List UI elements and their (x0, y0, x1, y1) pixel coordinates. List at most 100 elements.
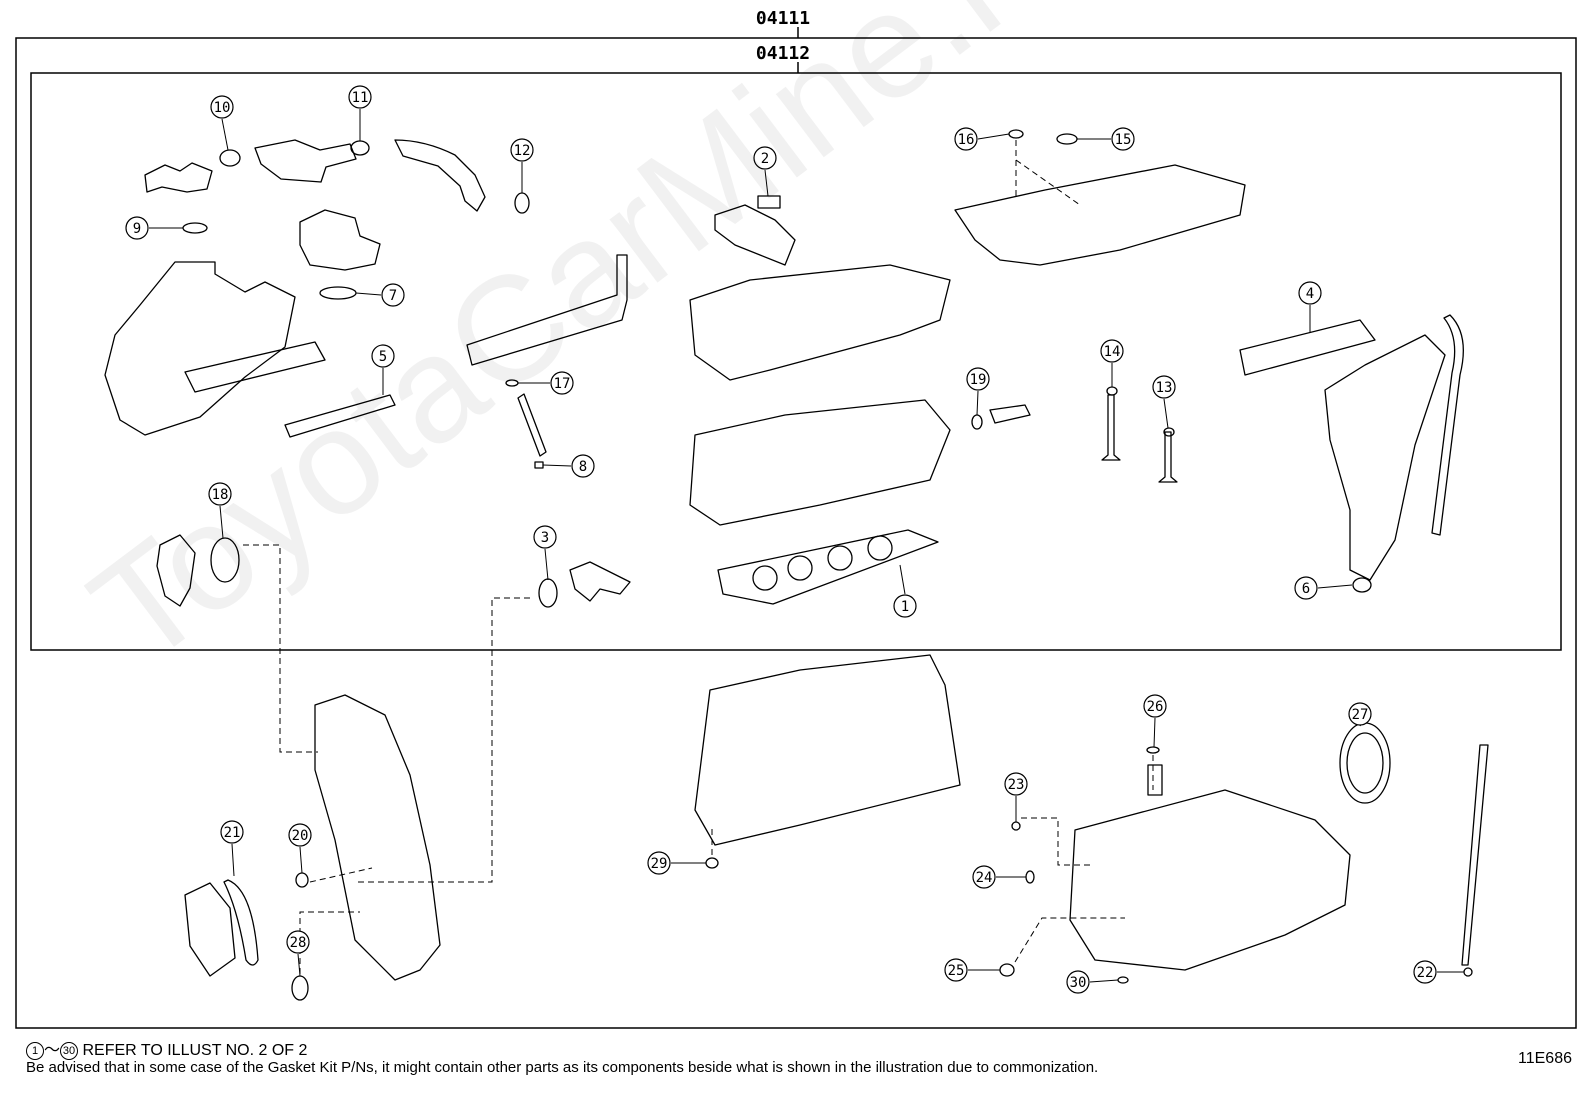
water-bypass-part (254, 139, 357, 183)
intake-manifold-part (104, 261, 296, 436)
callout-label-3: 3 (541, 530, 549, 546)
callout-leader-16 (977, 133, 1010, 140)
dashed-link-23 (1021, 817, 1092, 866)
callout-label-4: 4 (1306, 286, 1314, 302)
gasket-bore-1 (752, 565, 778, 591)
callout-label-11: 11 (352, 90, 369, 106)
dashed-link-25 (1014, 917, 1125, 963)
callout-leader-8 (542, 464, 572, 467)
callout-circle-28 (286, 930, 310, 954)
callout-label-14: 14 (1104, 344, 1121, 360)
callout-label-2: 2 (761, 151, 769, 167)
exhaust-pipe-part (1431, 314, 1464, 536)
o-ring-23-part (1011, 821, 1021, 831)
callout-label-9: 9 (133, 221, 141, 237)
callout-circle-4 (1298, 281, 1322, 305)
rear-oil-seal-inner (1346, 732, 1384, 794)
o-ring-22-part (1463, 967, 1473, 977)
egr-valve-part (299, 209, 381, 271)
callout-leader-30 (1089, 979, 1119, 983)
callout-circle-17 (550, 371, 574, 395)
callout-circle-15 (1111, 127, 1135, 151)
oil-filler-part (1147, 764, 1163, 796)
cylinder-block-part (694, 654, 961, 846)
callout-circle-13 (1152, 375, 1176, 399)
o-ring-24-part (1025, 870, 1035, 884)
callout-circle-5 (371, 344, 395, 368)
cylinder-head-cover-part (954, 164, 1246, 266)
fuel-rail-part (466, 254, 628, 366)
kit-code-inner: 04112 (756, 43, 810, 64)
intake-valve-part (1101, 394, 1121, 461)
callout-label-5: 5 (379, 349, 387, 365)
callout-leader-7 (355, 292, 382, 296)
exhaust-valve-part (1158, 431, 1178, 483)
callout-circle-29 (647, 851, 671, 875)
callout-circle-23 (1004, 772, 1028, 796)
gasket-bore-3 (827, 545, 853, 571)
range-start-marker: 1 (26, 1041, 44, 1060)
washer-16-part (1008, 129, 1024, 139)
oil-pan-part (1069, 789, 1351, 971)
outer-frame-04111 (15, 37, 1577, 1029)
callout-leader-2 (764, 169, 769, 197)
cylinder-head-part (689, 399, 951, 526)
gasket-10-part (219, 149, 241, 167)
callout-leader-20 (299, 846, 303, 874)
callout-label-27: 27 (1352, 707, 1369, 723)
callout-circle-3 (533, 525, 557, 549)
oil-seal-3-part (538, 578, 558, 608)
callout-label-19: 19 (970, 372, 987, 388)
refer-text: REFER TO ILLUST NO. 2 OF 2 (78, 1042, 308, 1059)
footer-note: Be advised that in some case of the Gask… (26, 1059, 1099, 1076)
callout-circle-26 (1143, 694, 1167, 718)
oil-dipstick-part (1461, 744, 1489, 966)
callout-circle-30 (1066, 970, 1090, 994)
dashed-link-18 (243, 544, 318, 753)
callout-label-6: 6 (1302, 581, 1310, 597)
callout-leader-3 (544, 548, 549, 581)
gasket-11-part (350, 140, 370, 156)
callout-leader-13 (1163, 398, 1169, 429)
callout-label-26: 26 (1147, 699, 1164, 715)
callout-label-18: 18 (212, 487, 229, 503)
callout-label-15: 15 (1115, 132, 1132, 148)
callout-label-22: 22 (1417, 965, 1434, 981)
gasket-15-part (1056, 133, 1078, 145)
exhaust-manifold-gasket-part (1239, 319, 1376, 376)
callout-label-30: 30 (1070, 975, 1087, 991)
timing-chain-part (223, 879, 259, 966)
callout-circle-12 (510, 138, 534, 162)
gasket-30-part (1117, 976, 1129, 984)
seal-13-part (1163, 427, 1175, 437)
callout-label-29: 29 (651, 856, 668, 872)
dashed-link-3 (358, 597, 530, 883)
kit-code-outer: 04111 (756, 8, 810, 29)
callout-leader-26 (1153, 717, 1156, 748)
callout-label-1: 1 (901, 599, 909, 615)
callout-label-25: 25 (948, 963, 965, 979)
callout-label-28: 28 (290, 935, 307, 951)
callout-circle-10 (210, 95, 234, 119)
callout-leader-6 (1317, 584, 1353, 589)
callout-circle-20 (288, 823, 312, 847)
o-ring-18-part (210, 537, 240, 583)
footer-refer-line: 1～30 REFER TO ILLUST NO. 2 OF 2 (26, 1036, 307, 1060)
insulator-8-part (534, 461, 544, 469)
gasket-6-part (1352, 577, 1372, 593)
inner-frame-04112 (30, 72, 1562, 651)
callout-circle-11 (348, 85, 372, 109)
o-ring-26-part (1146, 746, 1160, 754)
range-separator: ～ (44, 1042, 61, 1059)
vacuum-pump-part (156, 534, 196, 607)
gasket-12-part (514, 192, 530, 214)
callout-label-23: 23 (1008, 777, 1025, 793)
range-end-marker: 30 (60, 1041, 79, 1060)
camshaft-housing-part (689, 264, 951, 381)
callout-circle-21 (220, 820, 244, 844)
callout-leader-19 (976, 390, 979, 416)
callout-leader-18 (219, 505, 224, 539)
o-ring-17-part (505, 379, 519, 387)
callout-circle-16 (954, 127, 978, 151)
